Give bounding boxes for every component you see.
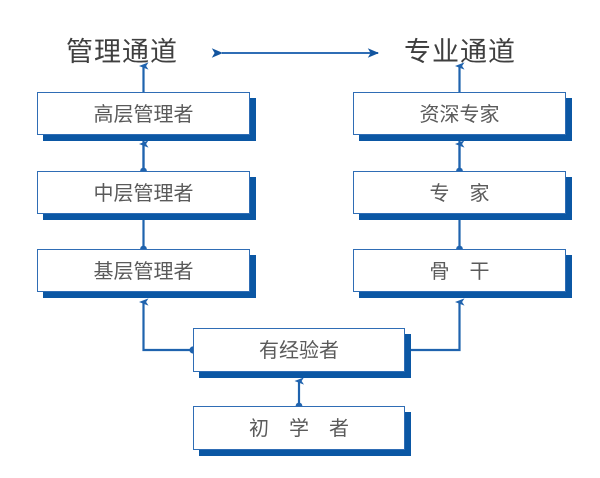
node-label: 有经验者 xyxy=(259,338,339,362)
node-label: 高层管理者 xyxy=(93,101,194,126)
node-middle-manager[interactable]: 中层管理者 xyxy=(37,171,250,214)
node-label: 专 家 xyxy=(429,180,490,205)
connector-experienced-to-mgmt-base xyxy=(139,298,197,354)
management-track-title: 管理通道 xyxy=(66,37,178,68)
node-experienced[interactable]: 有经验者 xyxy=(193,328,405,372)
node-expert[interactable]: 专 家 xyxy=(353,171,566,214)
node-beginner[interactable]: 初 学 者 xyxy=(193,406,405,450)
node-label: 中层管理者 xyxy=(93,180,194,205)
node-label: 基层管理者 xyxy=(93,258,194,283)
node-backbone[interactable]: 骨 干 xyxy=(353,249,566,292)
professional-track-title: 专业通道 xyxy=(404,37,516,68)
node-label: 资深专家 xyxy=(419,101,500,126)
node-senior-manager[interactable]: 高层管理者 xyxy=(37,92,250,135)
node-label: 骨 干 xyxy=(429,258,490,283)
node-senior-expert[interactable]: 资深专家 xyxy=(353,92,566,135)
node-label: 初 学 者 xyxy=(249,416,349,440)
node-frontline-manager[interactable]: 基层管理者 xyxy=(37,249,250,292)
